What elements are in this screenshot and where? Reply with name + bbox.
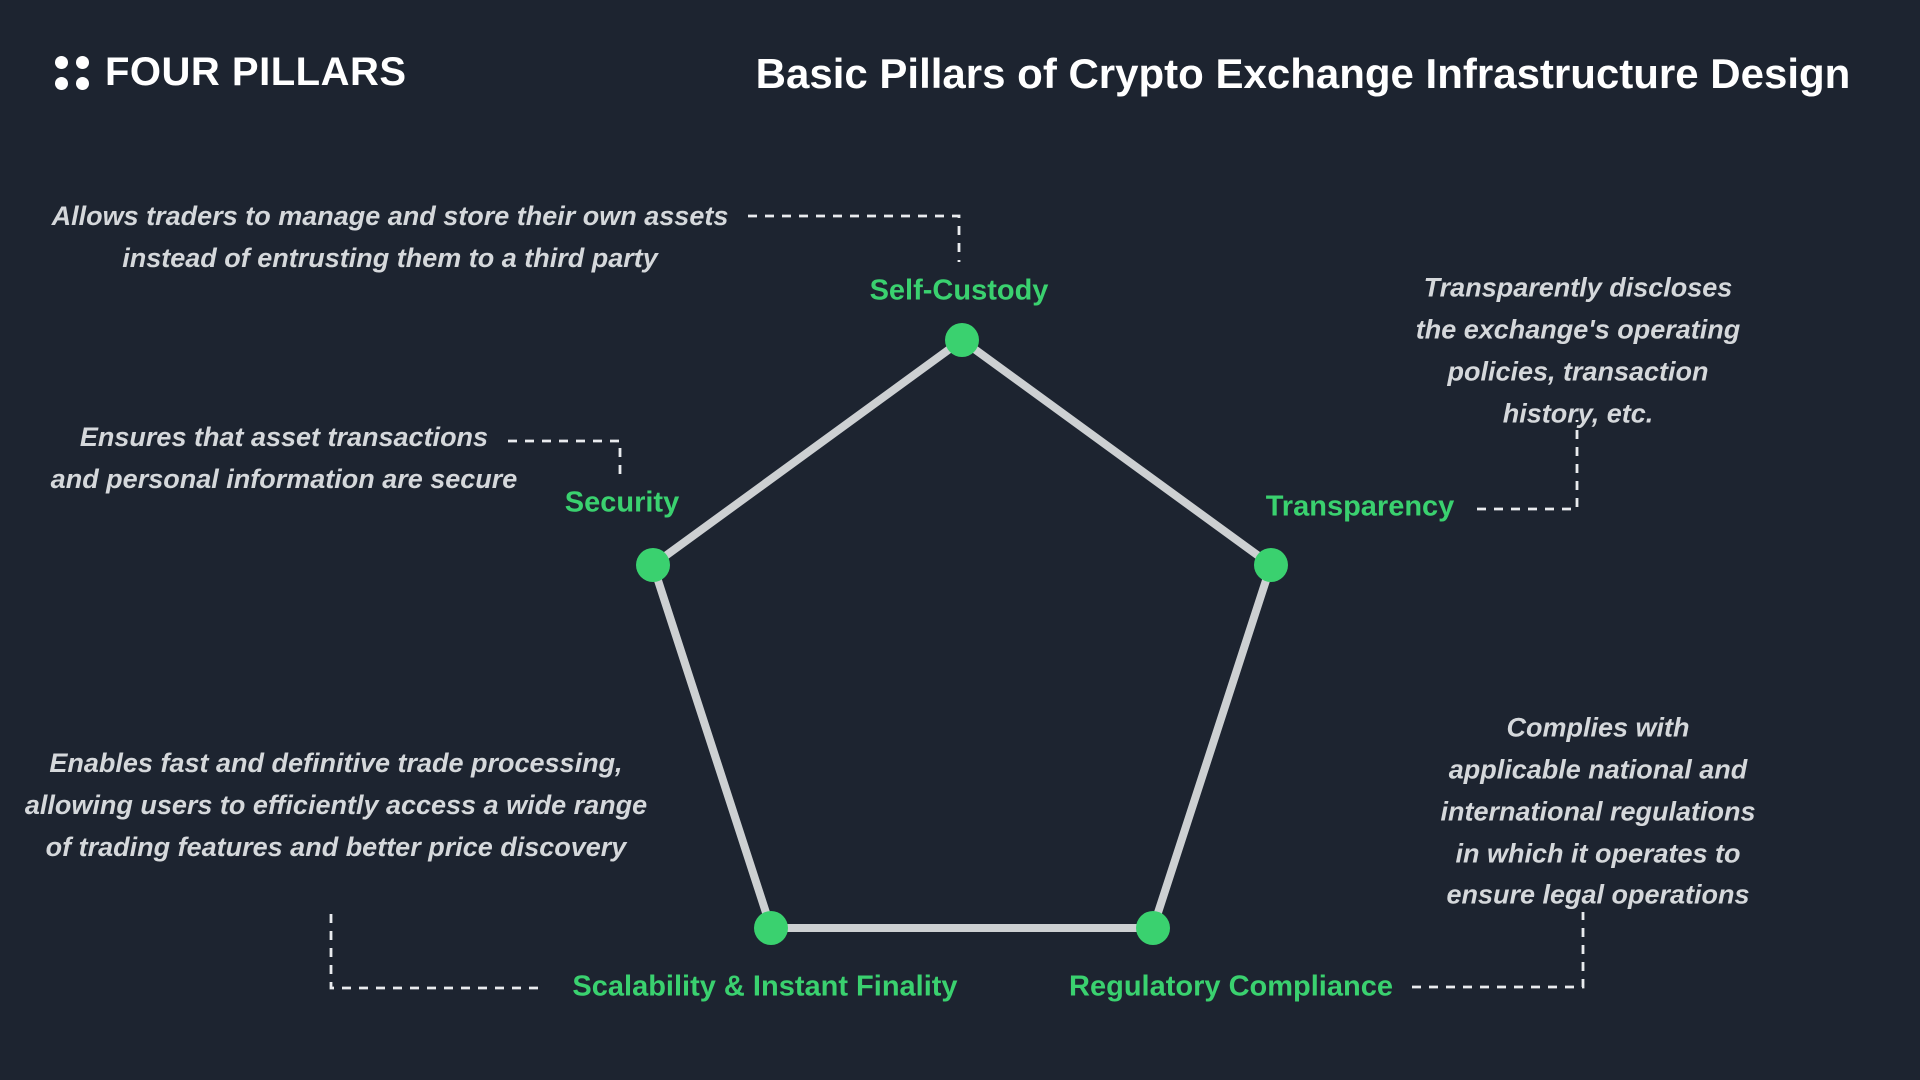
connector-regulatory bbox=[1412, 912, 1585, 989]
node-transparency bbox=[1254, 548, 1288, 582]
node-self-custody bbox=[945, 323, 979, 357]
pentagon-nodes bbox=[636, 323, 1288, 945]
dot bbox=[55, 76, 68, 90]
pillar-description-security: Ensures that asset transactions and pers… bbox=[50, 422, 518, 494]
edge-security-scalability bbox=[649, 561, 775, 932]
pillar-label-scalability: Scalability & Instant Finality bbox=[572, 970, 958, 1003]
pentagon-edges bbox=[649, 336, 1275, 932]
connector-security bbox=[508, 439, 622, 474]
dot bbox=[55, 55, 68, 69]
pillar-description-scalability: Enables fast and definitive trade proces… bbox=[24, 748, 648, 862]
pillar-label-transparency: Transparency bbox=[1265, 490, 1455, 523]
pillar-description-transparency: Transparently discloses the exchange's o… bbox=[1415, 272, 1741, 428]
edge-selfcustody-security bbox=[649, 336, 966, 569]
brand-logo: FOUR PILLARS bbox=[55, 50, 407, 95]
dot bbox=[76, 55, 89, 69]
node-scalability bbox=[754, 911, 788, 945]
pillar-label-self-custody: Self-Custody bbox=[869, 274, 1049, 307]
edge-selfcustody-transparency bbox=[958, 336, 1275, 569]
page-title: Basic Pillars of Crypto Exchange Infrast… bbox=[755, 50, 1851, 97]
four-dots-icon bbox=[55, 55, 89, 90]
edge-transparency-regulatory bbox=[1149, 561, 1275, 932]
node-regulatory bbox=[1136, 911, 1170, 945]
pillar-description-regulatory: Complies with applicable national and in… bbox=[1440, 712, 1756, 910]
pillar-label-security: Security bbox=[564, 486, 680, 519]
node-security bbox=[636, 548, 670, 582]
dashed-connectors bbox=[329, 214, 1585, 990]
connector-self-custody bbox=[748, 214, 961, 262]
connector-transparency bbox=[1477, 420, 1579, 511]
connector-scalability bbox=[329, 914, 545, 990]
brand-logo-text: FOUR PILLARS bbox=[105, 50, 407, 94]
pillar-description-self-custody: Allows traders to manage and store their… bbox=[51, 201, 729, 273]
pillar-label-regulatory: Regulatory Compliance bbox=[1069, 970, 1393, 1003]
dot bbox=[76, 76, 89, 90]
